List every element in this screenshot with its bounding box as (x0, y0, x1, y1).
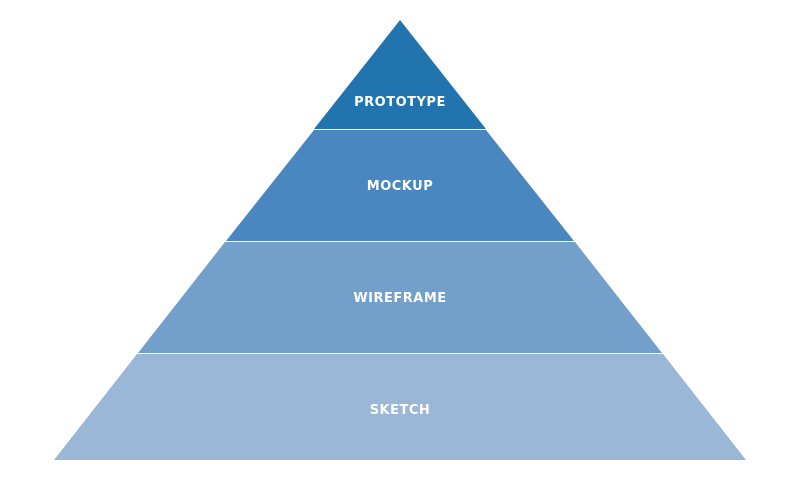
pyramid-layer-prototype (314, 20, 486, 129)
layer-label-mockup: MOCKUP (367, 179, 433, 194)
pyramid-layer-sketch (54, 354, 746, 460)
layer-label-wireframe: WIREFRAME (353, 291, 446, 306)
pyramid-layer-mockup (226, 130, 574, 241)
pyramid-layer-wireframe (138, 242, 662, 353)
layer-label-sketch: SKETCH (370, 403, 431, 418)
layer-label-prototype: PROTOTYPE (354, 95, 446, 110)
